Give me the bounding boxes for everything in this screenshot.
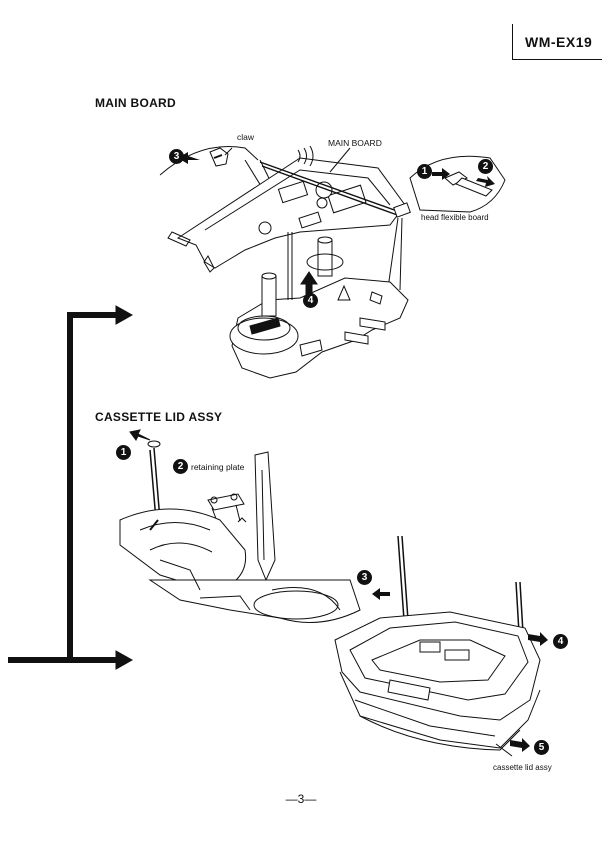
lid-step-5-badge: 5	[534, 740, 549, 755]
main-board-label: MAIN BOARD	[328, 138, 382, 148]
model-number: WM-EX19	[525, 34, 593, 50]
retaining-plate-label: retaining plate	[191, 462, 245, 472]
lid-step-4-badge: 4	[553, 634, 568, 649]
claw-callout-arc	[159, 146, 259, 176]
section-title-cassette-lid: CASSETTE LID ASSY	[95, 410, 223, 424]
step-1-badge: 1	[417, 164, 432, 179]
lid-step-2-badge: 2	[173, 459, 188, 474]
step-3-badge: 3	[169, 149, 184, 164]
page-number: —3—	[285, 792, 317, 806]
head-flexible-board-callout	[409, 155, 506, 213]
head-flexible-board-label: head flexible board	[421, 213, 489, 222]
model-header-box: WM-EX19	[512, 24, 602, 60]
cassette-lid-body	[334, 611, 541, 721]
claw-label: claw	[237, 132, 255, 142]
main-board-plate	[176, 157, 406, 269]
cassette-lid-assy-label: cassette lid assy	[493, 763, 552, 772]
lid-step-3-badge: 3	[357, 570, 372, 585]
section-title-main-board: MAIN BOARD	[95, 96, 176, 110]
step-4-badge: 4	[303, 293, 318, 308]
lid-step-1-badge: 1	[116, 445, 131, 460]
step-2-badge: 2	[478, 159, 493, 174]
retaining-plate	[207, 493, 245, 511]
